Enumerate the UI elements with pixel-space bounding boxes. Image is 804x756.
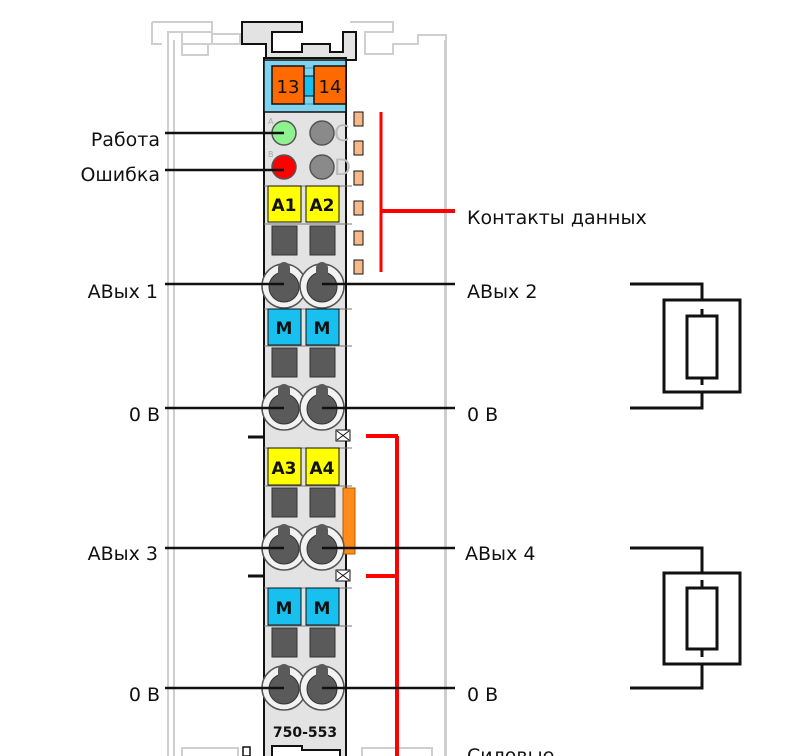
terminal-label-m3: [267, 587, 302, 626]
load-symbol-2: [630, 546, 742, 690]
terminal-group-2: M M: [261, 308, 352, 431]
data-pin: [353, 200, 364, 216]
data-pin: [353, 140, 364, 156]
label-0v-1-left: 0 В: [129, 404, 160, 426]
bus-terminal-14: [313, 65, 347, 105]
label-data-contacts: Контакты данных: [467, 207, 647, 229]
led-a-tag: A: [268, 117, 274, 126]
release-button[interactable]: [309, 487, 336, 518]
led-d-tag: D: [334, 156, 351, 181]
terminal-m1-text: M: [276, 319, 293, 339]
led-error: [271, 154, 297, 180]
power-contacts-bracket: [366, 434, 399, 756]
power-jumper-marker-top: [335, 429, 351, 442]
data-pin: [353, 111, 364, 127]
release-button[interactable]: [309, 225, 336, 256]
latch-tab: [242, 746, 251, 756]
clamp-aout2[interactable]: [299, 262, 345, 309]
release-button[interactable]: [271, 225, 298, 256]
label-aout4: АВых 4: [465, 543, 535, 565]
led-d: [309, 154, 335, 180]
release-button[interactable]: [271, 347, 298, 378]
bus-terminal-13-label: 13: [277, 77, 300, 98]
terminal-a3-text: A3: [272, 459, 297, 479]
release-button[interactable]: [309, 347, 336, 378]
bus-header: 13 14: [263, 59, 347, 113]
terminal-m2-text: M: [314, 319, 331, 339]
label-status-run: Работа: [91, 129, 160, 151]
data-pin: [353, 170, 364, 186]
label-0v-2-right: 0 В: [467, 684, 498, 706]
neighbor-module-right-outline: [350, 21, 447, 756]
terminal-a2-text: A2: [310, 196, 335, 216]
terminal-label-m1: [267, 308, 302, 346]
release-button[interactable]: [309, 627, 336, 658]
release-button[interactable]: [271, 627, 298, 658]
label-aout1: АВых 1: [88, 281, 158, 303]
terminal-label-a1: [267, 185, 302, 223]
module-model-number: 750-553: [273, 725, 337, 741]
terminal-a1-text: A1: [272, 196, 297, 216]
bus-terminal-14-label: 14: [319, 77, 342, 98]
label-power-contacts: Силовые: [467, 745, 554, 756]
led-c-tag: C: [334, 122, 349, 147]
housing-top-latch: [241, 21, 357, 61]
led-b-tag: B: [268, 150, 274, 159]
terminal-label-a4: [305, 447, 340, 486]
label-0v-2-left: 0 В: [129, 684, 160, 706]
neighbor-module-left-outline: [151, 21, 241, 756]
label-0v-1-right: 0 В: [467, 404, 498, 426]
bus-terminal-13: [271, 65, 305, 105]
data-contact-pins: [353, 111, 364, 275]
data-pin: [353, 230, 364, 246]
housing-bottom-latch: [271, 745, 341, 756]
terminal-m4-text: M: [314, 599, 331, 619]
terminal-label-a3: [267, 447, 302, 486]
leader-lines: [165, 131, 455, 690]
label-status-error: Ошибка: [80, 164, 160, 186]
terminal-group-1: A1 A2: [261, 185, 352, 309]
terminal-m3-text: M: [276, 599, 293, 619]
terminal-group-3: A3 A4: [261, 447, 356, 571]
label-aout2: АВых 2: [467, 281, 537, 303]
load-symbol-1: [630, 282, 742, 410]
release-button[interactable]: [271, 487, 298, 518]
data-contacts-bracket: [379, 112, 455, 272]
neighbor-bottom-latch-left: [181, 747, 239, 756]
power-jumper-contact: [342, 487, 356, 555]
power-jumper-marker-bottom: [335, 569, 351, 582]
terminal-label-m4: [305, 587, 340, 626]
label-aout3: АВых 3: [88, 543, 158, 565]
terminal-a4-text: A4: [310, 459, 335, 479]
led-c: [309, 120, 335, 146]
terminal-label-a2: [305, 185, 340, 223]
data-pin: [353, 259, 364, 275]
terminal-label-m2: [305, 308, 340, 346]
